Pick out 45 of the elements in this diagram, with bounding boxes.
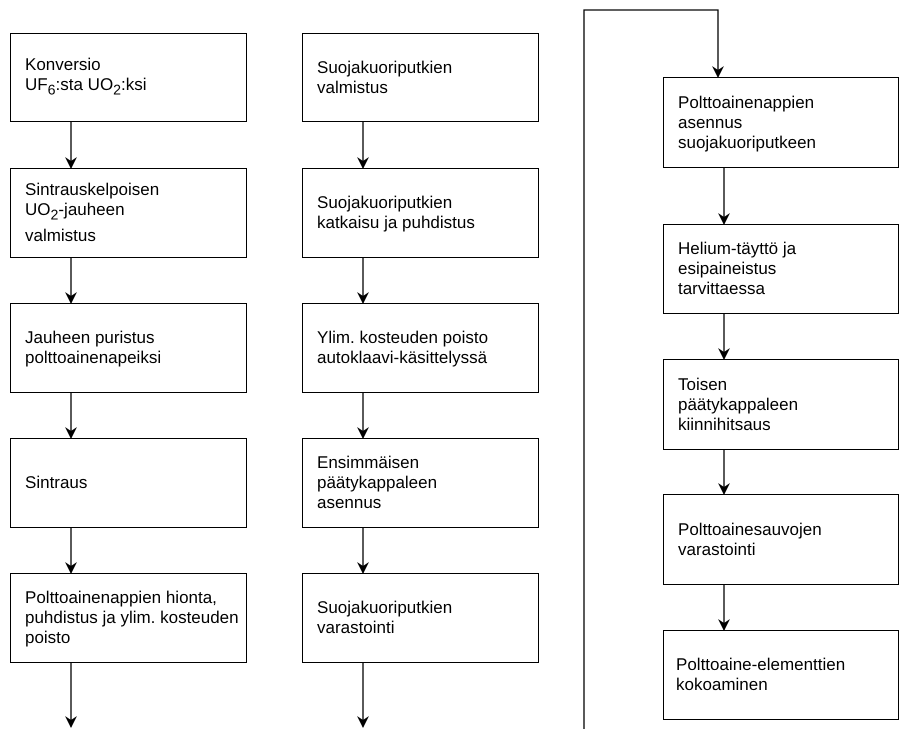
process-box	[663, 224, 899, 314]
process-box	[10, 303, 247, 393]
step-text: Sintrauskelpoisen UO$_{2}$-jauheen valmistus	[25, 180, 160, 246]
arrow	[65, 258, 77, 304]
step-text: Suojakuoriputkien valmistus	[317, 58, 454, 98]
process-box	[10, 33, 247, 122]
step-text: Jauheen puristus polttoainenapeiksi	[25, 328, 162, 368]
process-box	[10, 438, 247, 528]
arrow	[583, 9, 724, 729]
step-text: Ylim. kosteuden poisto autoklaavi-käsittelyssä	[317, 328, 490, 368]
step-text: Polttoainenappien hionta, puhdistus ja ylim. kosteuden poisto	[25, 588, 240, 648]
process-box	[663, 494, 899, 585]
arrow	[357, 258, 369, 304]
step-text: Polttoaine-elementtien kokoaminen	[676, 655, 846, 695]
step-text: Ensimmäisen päätykappaleen asennus	[317, 453, 438, 513]
process-box	[663, 77, 899, 168]
arrow	[357, 393, 369, 439]
process-box	[302, 303, 539, 393]
step-text: Suojakuoriputkien katkaisu ja puhdistus	[317, 193, 476, 233]
step-text: Konversio UF$_{6}$:sta UO$_{2}$:ksi	[25, 54, 148, 100]
process-box	[302, 168, 539, 258]
arrow	[357, 122, 369, 169]
arrow	[65, 122, 77, 169]
arrow	[357, 663, 369, 728]
process-box	[10, 168, 247, 258]
process-box	[302, 33, 539, 122]
arrow	[718, 168, 730, 225]
process-box	[302, 573, 539, 663]
process-box	[302, 438, 539, 528]
arrow	[65, 393, 77, 439]
step-text: Polttoainesauvojen varastointi	[678, 520, 823, 560]
step-text: Sintraus	[25, 473, 88, 493]
step-text: Toisen päätykappaleen kiinnihitsaus	[678, 374, 800, 434]
arrow	[718, 450, 730, 495]
process-box	[663, 630, 899, 720]
process-box	[10, 573, 247, 663]
step-text: Suojakuoriputkien varastointi	[317, 598, 454, 638]
step-text: Polttoainenappien asennus suojakuoriputkeen	[678, 92, 817, 152]
arrow	[65, 528, 77, 574]
step-text: Helium-täyttö ja esipaineistus tarvittaessa	[678, 239, 798, 299]
arrow	[65, 663, 77, 728]
arrow	[718, 314, 730, 360]
process-box	[663, 359, 899, 450]
arrow	[718, 585, 730, 631]
arrow	[357, 528, 369, 574]
